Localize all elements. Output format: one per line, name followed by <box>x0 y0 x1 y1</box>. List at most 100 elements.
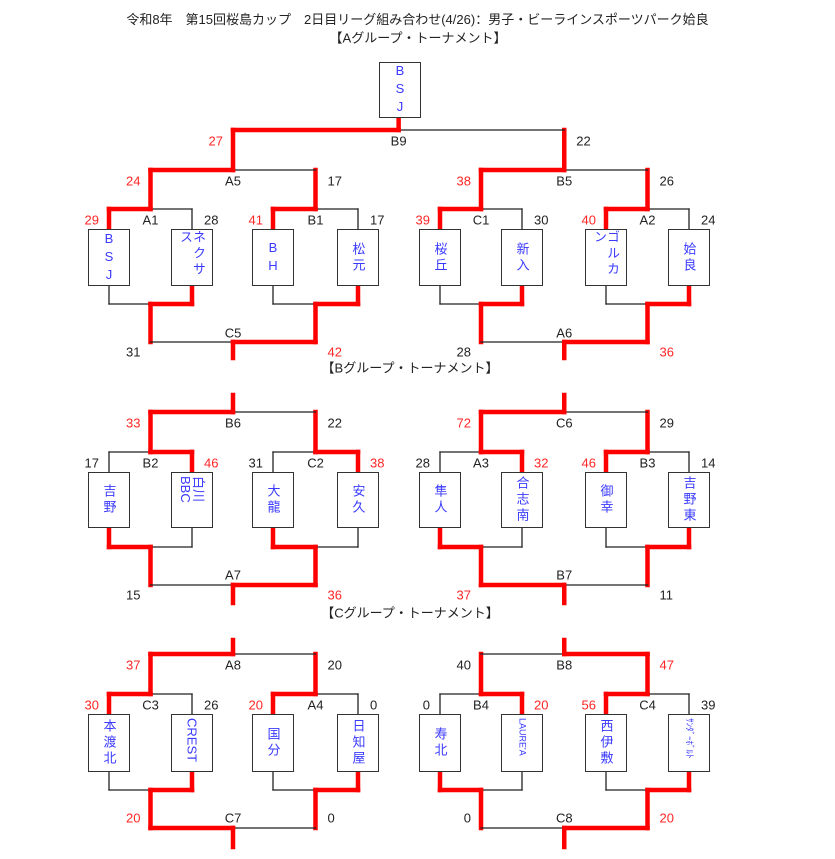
match-B1-score-right: 17 <box>370 212 385 228</box>
match-B3-score-right: 14 <box>701 455 716 471</box>
team-box[interactable]: CREST <box>171 714 213 772</box>
team-box[interactable]: 日知屋 <box>337 714 379 772</box>
team-name: 西伊敷 <box>598 719 614 767</box>
match-B6-score-left: 33 <box>126 415 141 431</box>
team-box[interactable]: 大龍 <box>252 472 294 528</box>
match-C5-label: C5 <box>224 325 242 341</box>
match-A8-label: A8 <box>225 657 241 673</box>
team-box[interactable]: 西伊敷 <box>585 714 627 772</box>
match-C4-label: C4 <box>639 697 656 713</box>
group-header: 【Aグループ・トーナメント】 <box>329 30 507 46</box>
team-name: ゴルカン <box>592 230 620 278</box>
team-box[interactable]: 新入 <box>501 229 543 286</box>
team-name: 松元 <box>350 241 366 274</box>
team-box[interactable]: 本渡北 <box>88 714 130 772</box>
team-name: 御幸 <box>598 484 614 516</box>
team-box[interactable]: 安久 <box>337 472 379 528</box>
page-title: 令和8年 第15回桜島カップ 2日目リーグ組み合わせ(4/26)：男子・ビーライ… <box>126 12 709 27</box>
match-C4-score-left: 56 <box>581 697 596 713</box>
team-name: ネクサス <box>178 230 206 278</box>
match-A2-score-right: 24 <box>701 212 716 228</box>
match-C8-score-left: 0 <box>463 810 471 826</box>
team-name: BSJ <box>101 230 117 285</box>
team-name: BH <box>265 239 281 276</box>
team-box[interactable]: 御幸 <box>585 472 627 528</box>
match-A4-score-left: 20 <box>248 697 263 713</box>
match-B1-score-left: 41 <box>248 212 263 228</box>
match-B2-score-left: 17 <box>84 455 99 471</box>
match-B1-label: B1 <box>307 212 324 228</box>
match-A8-score-left: 37 <box>126 657 141 673</box>
match-C2-score-left: 31 <box>248 455 263 471</box>
match-B4-score-left: 0 <box>422 697 430 713</box>
match-C1-label: C1 <box>472 212 490 228</box>
match-A3-score-left: 28 <box>415 455 430 471</box>
match-C6-score-left: 72 <box>456 415 471 431</box>
match-C3-label: C3 <box>142 697 159 713</box>
match-C2-score-right: 38 <box>370 455 385 471</box>
match-B5-label: B5 <box>556 173 573 189</box>
team-box[interactable]: ネクサス <box>171 229 213 286</box>
match-B8-label: B8 <box>556 657 573 673</box>
match-B6-label: B6 <box>225 415 241 431</box>
team-box[interactable]: ゴルカン <box>585 229 627 286</box>
match-A8-score-right: 20 <box>327 657 342 673</box>
match-B5-score-left: 38 <box>456 173 471 189</box>
team-box[interactable]: LAURE'A <box>501 714 543 772</box>
match-C3-score-left: 30 <box>84 697 99 713</box>
team-box[interactable]: 吉野 <box>88 472 130 528</box>
match-B8-score-left: 40 <box>456 657 471 673</box>
match-C4-score-right: 39 <box>701 697 716 713</box>
match-C3-score-right: 26 <box>204 697 219 713</box>
match-A5-score-left: 24 <box>126 173 141 189</box>
match-B4-label: B4 <box>473 697 489 713</box>
group-header: 【Bグループ・トーナメント】 <box>321 360 499 376</box>
team-box[interactable]: 桜丘 <box>419 229 461 286</box>
team-box[interactable]: 国分 <box>252 714 294 772</box>
team-name: 国分 <box>265 727 281 759</box>
team-box[interactable]: 寿北 <box>419 714 461 772</box>
match-C7-score-right: 0 <box>327 810 335 826</box>
group-header: 【Cグループ・トーナメント】 <box>321 605 499 621</box>
team-box[interactable]: BSJ <box>88 229 130 286</box>
team-box[interactable]: BH <box>252 229 294 286</box>
team-box[interactable]: 吉野東 <box>668 472 710 528</box>
match-A7-label: A7 <box>225 567 241 583</box>
match-B6-score-right: 22 <box>327 415 342 431</box>
match-C6-label: C6 <box>555 415 573 431</box>
team-name: 寿北 <box>432 727 448 759</box>
match-B3-score-left: 46 <box>581 455 596 471</box>
team-name: 本渡北 <box>101 719 117 767</box>
team-box[interactable]: 隼人 <box>419 472 461 528</box>
match-B2-label: B2 <box>142 455 159 471</box>
team-name: 吉野 <box>101 484 117 516</box>
match-B9-score-right: 22 <box>576 133 591 149</box>
team-name: 新入 <box>514 241 530 274</box>
match-B7-label: B7 <box>556 567 573 583</box>
match-A7-score-right: 36 <box>327 587 342 603</box>
match-B5-score-right: 26 <box>659 173 674 189</box>
team-name: 白川BBC <box>178 476 206 503</box>
match-B7-score-right: 11 <box>659 587 674 603</box>
champion-box[interactable]: BSJ <box>379 62 421 118</box>
team-name: 桜丘 <box>432 241 448 274</box>
match-A2-label: A2 <box>639 212 656 228</box>
team-box[interactable]: 合志南 <box>501 472 543 528</box>
match-B8-score-right: 47 <box>659 657 674 673</box>
team-name: 日知屋 <box>350 719 366 767</box>
team-name: 合志南 <box>514 476 530 524</box>
team-name: LAURE'A <box>517 718 528 756</box>
match-A6-label: A6 <box>556 325 573 341</box>
team-box[interactable]: 松元 <box>337 229 379 286</box>
team-box[interactable]: ｻﾝﾀﾞｰﾎﾞﾙﾄ <box>668 714 710 772</box>
match-C6-score-right: 29 <box>659 415 674 431</box>
match-C5-score-right: 42 <box>327 344 342 360</box>
match-A2-score-left: 40 <box>581 212 596 228</box>
team-box[interactable]: 白川BBC <box>171 472 213 528</box>
match-C7-score-left: 20 <box>126 810 141 826</box>
champion-name: BSJ <box>392 63 408 117</box>
match-A3-score-right: 32 <box>534 455 549 471</box>
team-box[interactable]: 姶良 <box>668 229 710 286</box>
match-A1-label: A1 <box>142 212 159 228</box>
